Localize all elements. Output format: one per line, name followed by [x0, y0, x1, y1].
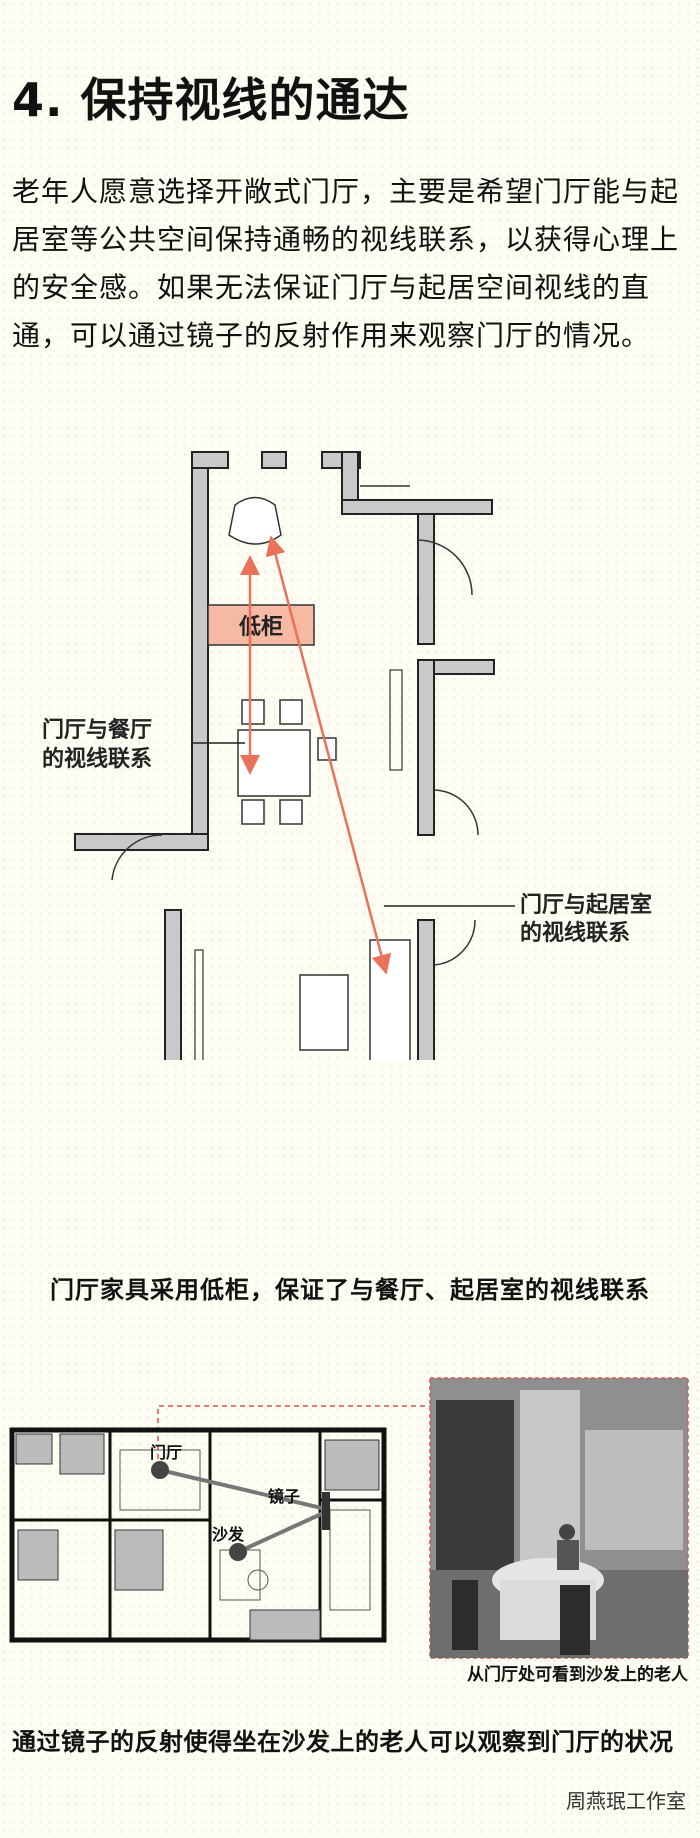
- wall-living-right: [417, 919, 435, 1060]
- wall-right-beam: [341, 499, 493, 515]
- mirror-marker: [322, 1492, 330, 1530]
- label-entry: 门厅: [150, 1443, 182, 1462]
- living-furniture: [299, 939, 411, 1060]
- label-mirror: 镜子: [268, 1487, 300, 1506]
- watermark: 周燕珉工作室: [566, 1789, 686, 1813]
- photo-caption: 从门厅处可看到沙发上的老人: [467, 1665, 688, 1685]
- label-living-line2: 的视线联系: [520, 920, 630, 946]
- room-photo: [429, 1377, 689, 1659]
- label-living-line1: 门厅与起居室: [520, 892, 652, 918]
- label-sofa: 沙发: [212, 1525, 245, 1544]
- plan2-caption: 通过镜子的反射使得坐在沙发上的老人可以观察到门厅的状况: [12, 1728, 674, 1756]
- wall-living-left: [164, 909, 182, 1060]
- entry-seat: [228, 496, 282, 545]
- wall-left-top-cap: [191, 451, 229, 469]
- wall-right-cap: [433, 659, 495, 675]
- wall-right-lower: [417, 659, 435, 836]
- wall-left-upper: [191, 451, 209, 835]
- section-heading: 4. 保持视线的通达: [12, 73, 410, 127]
- label-dining-line1: 门厅与餐厅: [42, 717, 152, 743]
- label-dining-line2: 的视线联系: [42, 746, 152, 772]
- sight-line-living: [265, 535, 392, 975]
- dining-set: [237, 699, 337, 825]
- wall-door-stub: [261, 451, 287, 469]
- entry-marker: [151, 1461, 169, 1479]
- floor-plan-1: 低柜 门厅与餐厅 的视线联系 门厅与起居室 的视线联系: [42, 451, 652, 1060]
- plan1-caption: 门厅家具采用低柜，保证了与餐厅、起居室的视线联系: [50, 1276, 650, 1304]
- low-cabinet-label: 低柜: [238, 614, 283, 640]
- sofa-marker: [229, 1543, 247, 1561]
- intro-paragraph: 老年人愿意选择开敞式门厅，主要是希望门厅能与起居室等公共空间保持通畅的视线联系，…: [12, 175, 680, 352]
- wall-right-middle: [417, 513, 435, 645]
- wall-left-horizontal: [74, 833, 209, 851]
- floor-plan-2: 门厅 镜子 沙发: [9, 1377, 689, 1659]
